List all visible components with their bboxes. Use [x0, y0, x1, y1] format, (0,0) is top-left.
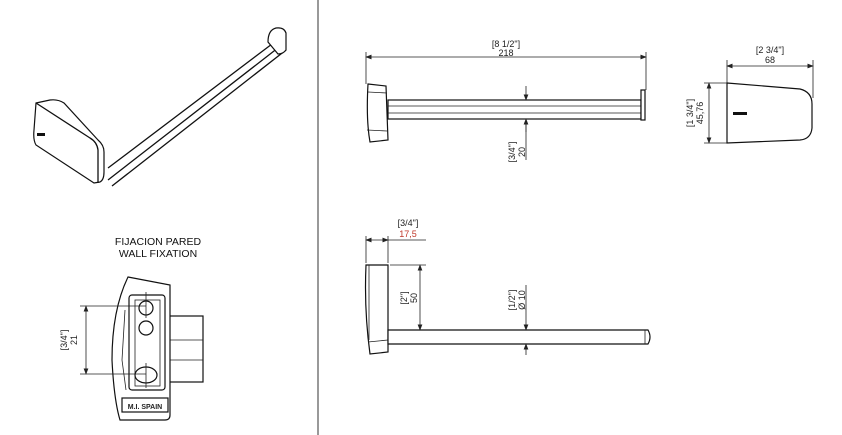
logo-mark: [37, 133, 45, 136]
logo-mark: [733, 112, 747, 115]
offset-mm: 50: [409, 293, 419, 303]
bar-height-inch: [3/4"]: [507, 142, 517, 163]
side-view: [3/4"] 17,5 [2"] 50 [1/2"] Ø 10: [364, 218, 651, 355]
brand-text: M.I. SPAIN: [128, 404, 162, 411]
wall-fixation-title-en: WALL FIXATION: [119, 248, 197, 260]
diameter-inch: [1/2"]: [507, 290, 517, 311]
end-height-mm: 45,76: [695, 102, 705, 125]
offset-inch: [2"]: [399, 291, 409, 304]
end-width-mm: 68: [765, 55, 775, 65]
end-height-inch: [1 3/4"]: [685, 99, 695, 127]
bar-height-mm: 20: [517, 147, 527, 157]
spacing-inch: [3/4"]: [59, 330, 69, 351]
isometric-view: [33, 27, 287, 187]
base-depth-inch: [3/4"]: [398, 218, 419, 228]
spacing-mm: 21: [69, 335, 79, 345]
wall-fixation-view: FIJACION PARED WALL FIXATION M.I. SPAIN …: [59, 236, 204, 421]
diameter-mm: Ø 10: [517, 290, 527, 310]
end-view: [2 3/4"] 68 [1 3/4"] 45,76: [685, 45, 814, 144]
top-view: [8 1/2"] 218 [3/4"] 20: [365, 39, 647, 163]
wall-fixation-title-es: FIJACION PARED: [115, 236, 202, 248]
top-length-inch: [8 1/2"]: [492, 39, 520, 49]
top-length-mm: 218: [498, 48, 513, 58]
base-depth-mm: 17,5: [399, 229, 417, 239]
end-width-inch: [2 3/4"]: [756, 45, 784, 55]
